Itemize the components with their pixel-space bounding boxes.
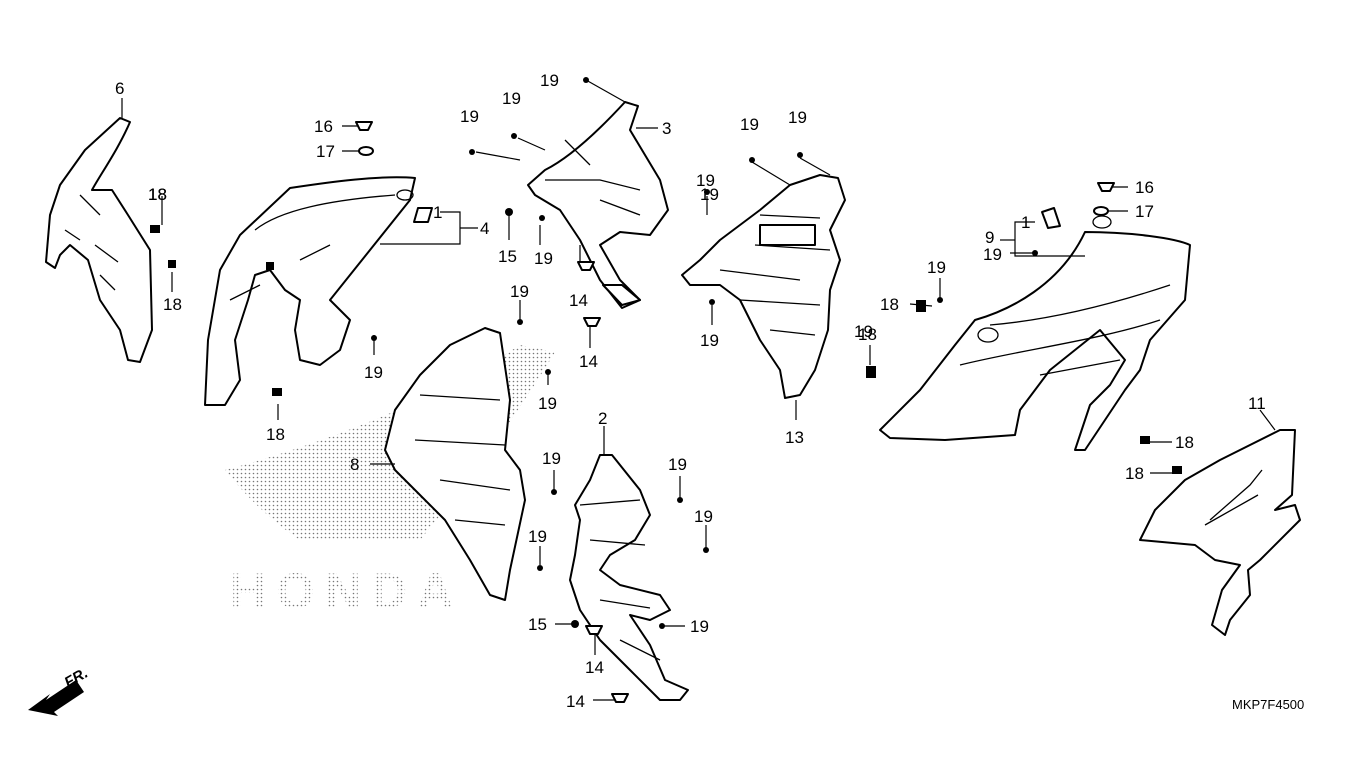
callout-19: 19 <box>700 331 719 350</box>
callout-16: 16 <box>1135 178 1154 197</box>
part-11-side-emblem-cover <box>1139 429 1301 636</box>
part-2-lower-bracket <box>569 454 689 701</box>
callout-8: 8 <box>350 455 359 474</box>
callout-19: 19 <box>460 107 479 126</box>
part-9-right-side-cover <box>879 215 1191 451</box>
callout-19: 19 <box>788 108 807 127</box>
callout-19: 19 <box>502 89 521 108</box>
callout-15: 15 <box>498 247 517 266</box>
callout-14: 14 <box>569 291 588 310</box>
callout-18: 18 <box>1125 464 1144 483</box>
callout-2: 2 <box>598 409 607 428</box>
callout-1: 1 <box>1021 213 1030 232</box>
callout-16: 16 <box>314 117 333 136</box>
callout-9: 9 <box>985 228 994 247</box>
callout-18: 18 <box>163 295 182 314</box>
front-arrow-icon <box>28 680 84 716</box>
callout-19: 19 <box>740 115 759 134</box>
callout-3: 3 <box>662 119 671 138</box>
watermark-lettering: HONDA <box>230 563 463 619</box>
callout-14: 14 <box>566 692 585 711</box>
callout-18: 18 <box>1175 433 1194 452</box>
callout-19: 19 <box>694 507 713 526</box>
callout-18: 18 <box>266 425 285 444</box>
callout-19: 19 <box>542 449 561 468</box>
callout-14: 14 <box>579 352 598 371</box>
callout-18: 18 <box>858 325 877 344</box>
callout-17: 17 <box>316 142 335 161</box>
fasteners <box>355 77 1115 703</box>
callout-19: 19 <box>690 617 709 636</box>
part-3-upper-inner-cover <box>527 101 669 309</box>
callout-6: 6 <box>115 79 124 98</box>
callout-19: 19 <box>700 185 719 204</box>
callout-19: 19 <box>534 249 553 268</box>
callout-14: 14 <box>585 658 604 677</box>
part-6-side-cover <box>45 117 176 363</box>
callout-19: 19 <box>510 282 529 301</box>
callout-13: 13 <box>785 428 804 447</box>
callout-19: 19 <box>540 71 559 90</box>
part-13-center-inner-panel <box>681 174 846 399</box>
callout-19: 19 <box>696 171 715 190</box>
part-4-side-panel <box>204 176 433 406</box>
callouts: 19 19 19 3 19 19 19 6 16 17 18 1 4 15 19… <box>115 71 1266 711</box>
callout-4: 4 <box>480 219 489 238</box>
diagram-code: MKP7F4500 <box>1232 697 1304 712</box>
callout-19: 19 <box>528 527 547 546</box>
callout-19: 19 <box>983 245 1002 264</box>
callout-15: 15 <box>528 615 547 634</box>
leader-lines <box>121 79 1276 701</box>
callout-11: 11 <box>1248 394 1266 413</box>
callout-19: 19 <box>668 455 687 474</box>
callout-18: 18 <box>148 185 167 204</box>
callout-17: 17 <box>1135 202 1154 221</box>
callout-18: 18 <box>148 185 167 204</box>
callout-19: 19 <box>364 363 383 382</box>
callout-19: 19 <box>538 394 557 413</box>
callout-18: 18 <box>880 295 899 314</box>
callout-19: 19 <box>927 258 946 277</box>
part-8-lower-inner-panel <box>384 327 526 601</box>
front-direction-indicator: FR. <box>28 665 91 716</box>
callout-1: 1 <box>433 203 442 222</box>
callout-19: 19 <box>854 322 873 341</box>
